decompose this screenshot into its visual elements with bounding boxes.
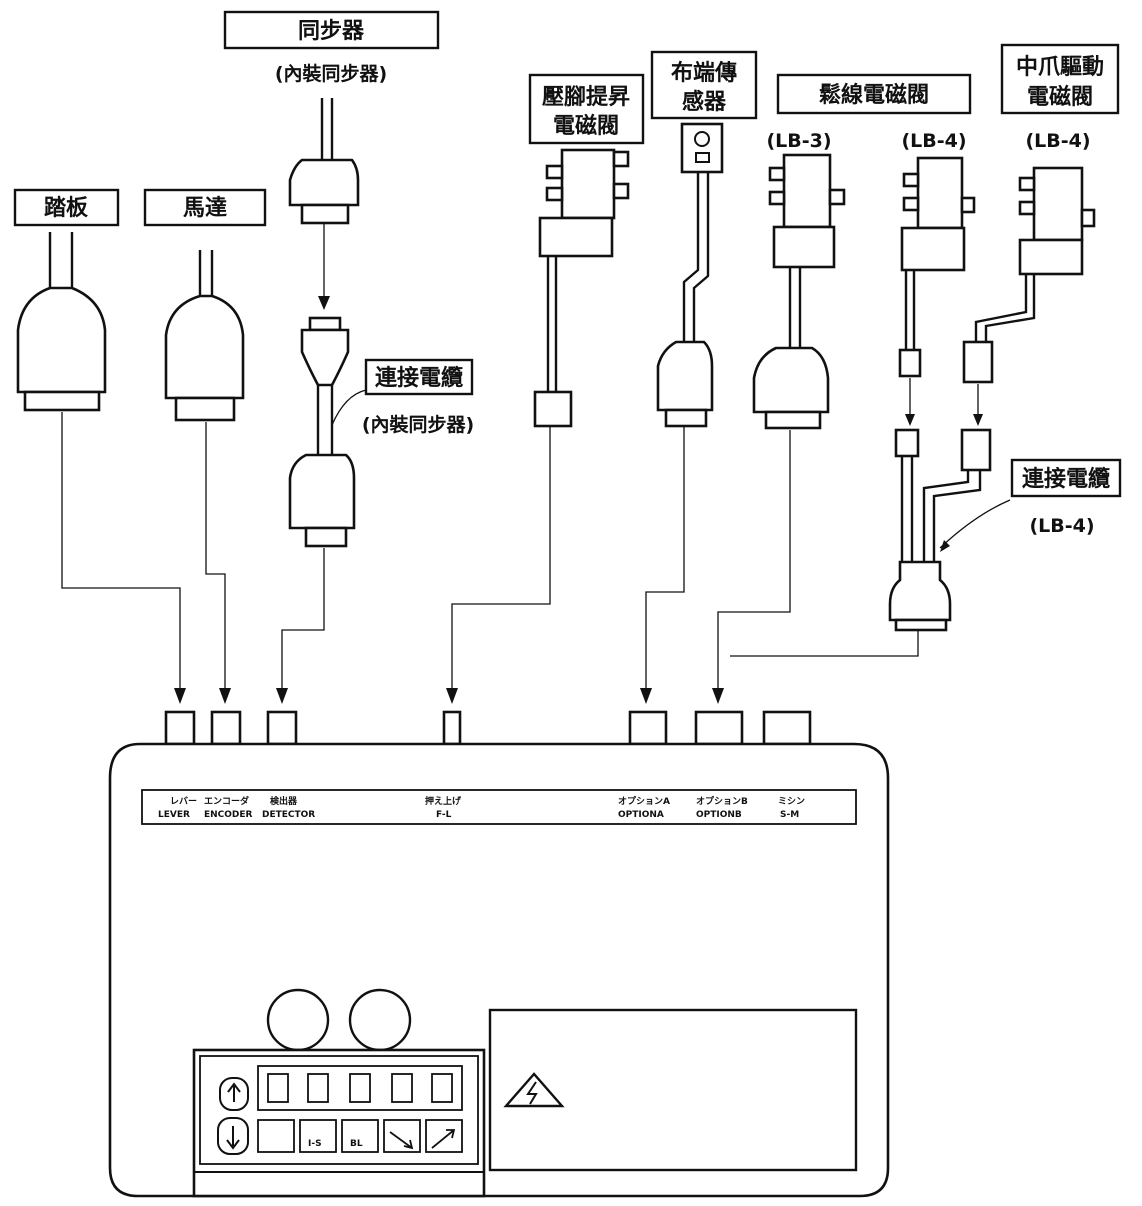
cable-routing	[61, 412, 919, 704]
display-digit-4	[391, 1073, 413, 1103]
lb3-solenoid	[752, 153, 846, 430]
warning-panel	[488, 1008, 858, 1172]
high-voltage-warning-icon	[503, 1072, 565, 1108]
operation-panel: I-S BL	[192, 1048, 486, 1198]
svg-text:中爪驅動: 中爪驅動	[1016, 55, 1104, 80]
svg-text:連接電纜: 連接電纜	[1022, 466, 1110, 492]
down-arrow-icon	[226, 1126, 240, 1150]
svg-text:踏板: 踏板	[44, 196, 89, 221]
panel-key-4	[383, 1119, 421, 1153]
lb4-arrowhead-a	[905, 414, 915, 426]
presser-foot-solenoid	[533, 148, 630, 428]
svg-text:感器: 感器	[682, 89, 727, 115]
svg-text:連接電纜: 連接電纜	[375, 365, 463, 391]
label-lb4-b: (LB-4)	[1025, 130, 1090, 152]
display-digit-2	[307, 1073, 329, 1103]
svg-text:BL: BL	[350, 1139, 363, 1149]
edge-sensor	[656, 122, 724, 428]
connect-cable-lb4	[888, 428, 992, 632]
connect-cable-sync	[288, 316, 356, 548]
port-label-lever-bottom: LEVER	[158, 810, 190, 820]
label-motor: 馬達	[143, 188, 267, 227]
label-lb4-a: (LB-4)	[901, 130, 966, 152]
knob-left	[266, 988, 330, 1052]
port-labels: レバー LEVER エンコーダ ENCODER 検出器 DETECTOR 押え上…	[158, 795, 805, 820]
label-middle-claw-solenoid: 中爪驅動 電磁閥	[1000, 43, 1120, 115]
panel-key-1	[257, 1119, 295, 1153]
svg-text:鬆線電磁閥: 鬆線電磁閥	[819, 82, 929, 108]
motor-plug	[164, 250, 245, 422]
port-label-option-b-top: オプションB	[696, 795, 748, 807]
label-thread-release-solenoid: 鬆線電磁閥	[776, 73, 972, 115]
synchronizer-plug	[288, 98, 360, 225]
display-digit-1	[267, 1073, 289, 1103]
label-edge-sensor: 布端傳 感器	[650, 50, 758, 120]
middle-claw-solenoid	[962, 166, 1096, 384]
label-synchronizer: 同步器	[223, 10, 440, 50]
panel-key-5	[425, 1119, 463, 1153]
svg-text:布端傳: 布端傳	[671, 60, 737, 86]
port-label-option-b-bottom: OPTIONB	[696, 810, 742, 820]
port-label-encoder-top: エンコーダ	[204, 795, 249, 807]
port-label-sm-top: ミシン	[778, 796, 805, 807]
port-label-sm-bottom: S-M	[780, 810, 799, 820]
pointer-line-1	[331, 389, 367, 426]
svg-text:壓腳提昇: 壓腳提昇	[542, 84, 630, 110]
port-label-encoder-bottom: ENCODER	[204, 810, 253, 820]
port-label-lever-top: レバー	[170, 796, 197, 807]
svg-text:同步器: 同步器	[298, 18, 365, 44]
label-connect-cable-1: 連接電纜	[364, 358, 474, 396]
svg-text:電磁閥: 電磁閥	[1027, 84, 1093, 110]
svg-text:電磁閥: 電磁閥	[553, 113, 619, 139]
port-label-option-a-bottom: OPTIONA	[618, 810, 664, 820]
label-connect-cable-2: 連接電纜	[1010, 458, 1122, 498]
panel-key-2	[299, 1119, 337, 1153]
svg-text:馬達: 馬達	[183, 195, 227, 221]
display-digit-3	[349, 1073, 371, 1103]
label-presser-foot-solenoid: 壓腳提昇 電磁閥	[528, 73, 645, 145]
display-digit-5	[431, 1073, 453, 1103]
port-label-detector-bottom: DETECTOR	[262, 810, 315, 820]
panel-key-3	[341, 1119, 379, 1153]
pedal-plug	[16, 232, 107, 412]
label-pedal: 踏板	[13, 188, 120, 227]
label-synchronizer-sub: (內裝同步器)	[275, 62, 387, 85]
lb4-solenoid-a	[898, 156, 976, 378]
port-label-option-a-top: オプションA	[618, 795, 670, 807]
port-label-fl-bottom: F-L	[436, 810, 452, 820]
up-arrow-icon	[227, 1082, 241, 1102]
pointer-line-2	[939, 499, 1011, 549]
lb4-arrowhead-b	[973, 414, 983, 426]
label-lb3: (LB-3)	[766, 130, 831, 152]
label-connect-cable-1-sub: (內裝同步器)	[362, 413, 474, 436]
sync-arrowhead	[318, 296, 330, 310]
port-label-fl-top: 押え上げ	[425, 795, 462, 807]
port-label-detector-top: 検出器	[270, 795, 298, 807]
svg-text:I-S: I-S	[308, 1139, 322, 1149]
knob-right	[348, 988, 412, 1052]
pointer-arrowhead-2	[940, 540, 950, 552]
label-connect-cable-2-sub: (LB-4)	[1029, 515, 1094, 537]
